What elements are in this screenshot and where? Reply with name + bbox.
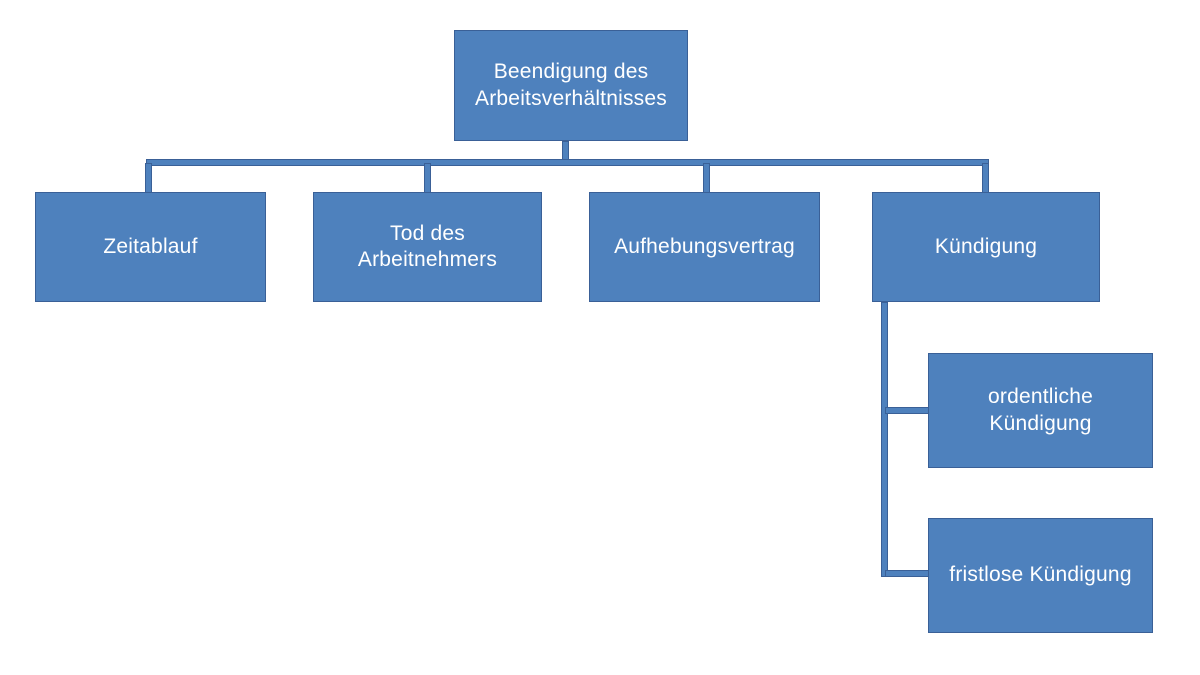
node-kuendigung[interactable]: Kündigung [872,192,1100,302]
connector-branch-ordentliche-kuendigung [885,407,932,414]
connector-drop-kuendigung [982,163,989,193]
connector-horizontal-bus [146,159,989,166]
node-tod-des-arbeitnehmers[interactable]: Tod des Arbeitnehmers [313,192,542,302]
node-root-beendigung-des-arbeitsverhaeltnisses[interactable]: Beendigung des Arbeitsverhältnisses [454,30,688,141]
node-ordentliche-kuendigung[interactable]: ordentliche Kündigung [928,353,1153,468]
connector-drop-aufhebungsvertrag [703,163,710,193]
connector-drop-tod-des-arbeitnehmers [424,163,431,193]
connector-branch-fristlose-kuendigung [885,570,932,577]
node-zeitablauf[interactable]: Zeitablauf [35,192,266,302]
connector-drop-zeitablauf [145,163,152,193]
node-fristlose-kuendigung[interactable]: fristlose Kündigung [928,518,1153,633]
connector-trunk-kuendigung [881,302,888,577]
node-aufhebungsvertrag[interactable]: Aufhebungsvertrag [589,192,820,302]
